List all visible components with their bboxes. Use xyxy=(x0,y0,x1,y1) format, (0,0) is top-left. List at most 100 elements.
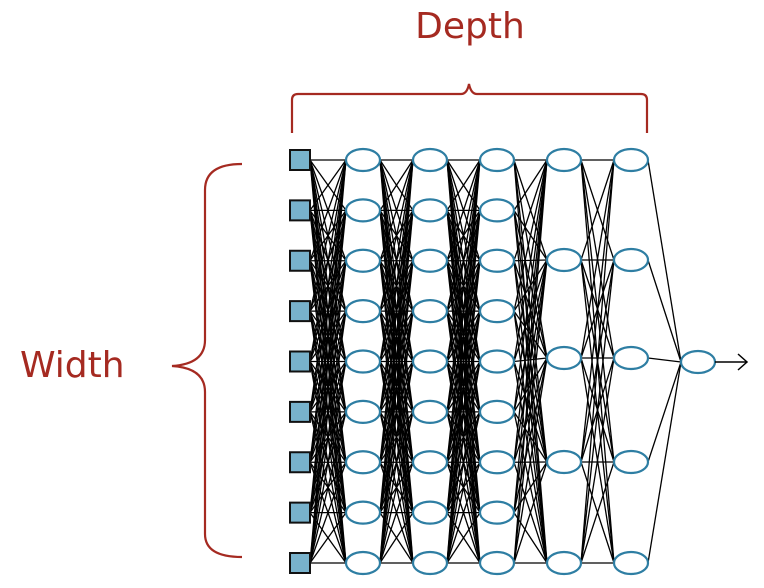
edge-l2-8-4 xyxy=(446,361,481,564)
hidden-node-l2-5 xyxy=(411,349,449,374)
edge-l3-2-0 xyxy=(513,159,548,261)
hidden-node-l4-3 xyxy=(545,345,583,371)
edge-l0-8-0 xyxy=(309,159,347,564)
edge-l1-5-0 xyxy=(379,159,414,412)
edge-l0-8-4 xyxy=(309,361,347,564)
hidden-node-l3-9 xyxy=(478,550,516,576)
edge-l5-3-0 xyxy=(647,361,682,463)
output-arrow-icon xyxy=(715,353,749,371)
edge-l1-8-0 xyxy=(379,159,414,564)
edge-l2-1-0 xyxy=(446,159,481,211)
hidden-node-l3-7 xyxy=(478,450,516,475)
hidden-node-l1-1 xyxy=(344,147,382,173)
hidden-node-l2-3 xyxy=(411,248,449,273)
connection-edges xyxy=(309,159,682,564)
edge-l0-1-0 xyxy=(309,159,347,211)
edge-l2-6-0 xyxy=(446,159,481,463)
edge-l4-3-0 xyxy=(580,159,615,463)
edge-l3-7-1 xyxy=(513,259,548,513)
hidden-node-l5-4 xyxy=(612,449,650,475)
hidden-node-l5-3 xyxy=(612,345,650,371)
hidden-node-l5-1 xyxy=(612,147,650,173)
edge-l4-4-1 xyxy=(580,259,615,564)
edge-l5-2-0 xyxy=(647,357,682,363)
depth-label: Depth xyxy=(415,6,525,47)
edge-l3-5-0 xyxy=(513,159,548,412)
edge-l5-0-0 xyxy=(647,159,682,363)
hidden-node-l1-8 xyxy=(344,500,382,525)
input-node-8 xyxy=(289,501,311,524)
hidden-node-l2-4 xyxy=(411,299,449,324)
edge-l2-8-3 xyxy=(446,311,481,564)
edge-l3-6-0 xyxy=(513,159,548,463)
hidden-node-l4-1 xyxy=(545,147,583,173)
edge-l1-8-2 xyxy=(379,260,414,564)
edge-l4-4-2 xyxy=(580,357,615,564)
input-node-2 xyxy=(289,199,311,222)
edge-l1-3-0 xyxy=(379,159,414,312)
hidden-node-l3-4 xyxy=(478,299,516,324)
hidden-node-l3-6 xyxy=(478,399,516,424)
edge-l3-7-0 xyxy=(513,159,548,513)
edge-l0-7-0 xyxy=(309,159,347,513)
edge-l4-4-0 xyxy=(580,159,615,564)
hidden-node-l5-2 xyxy=(612,247,650,273)
depth-brace xyxy=(290,83,649,133)
edge-l4-1-0 xyxy=(580,159,615,261)
edge-l5-4-0 xyxy=(647,361,682,564)
edge-l0-8-2 xyxy=(309,260,347,564)
hidden-node-l1-2 xyxy=(344,198,382,223)
edge-l0-8-7 xyxy=(309,512,347,564)
edge-l1-8-4 xyxy=(379,361,414,564)
edge-l0-8-1 xyxy=(309,210,347,564)
edge-l1-6-0 xyxy=(379,159,414,463)
edge-l2-5-0 xyxy=(446,159,481,412)
edge-l0-4-0 xyxy=(309,159,347,362)
hidden-node-l5-5 xyxy=(612,550,650,576)
hidden-node-l4-2 xyxy=(545,247,583,273)
width-brace xyxy=(171,162,243,559)
edge-l3-4-0 xyxy=(513,159,548,362)
hidden-node-l2-9 xyxy=(411,550,449,576)
edge-l0-2-0 xyxy=(309,159,347,261)
hidden-node-l2-8 xyxy=(411,500,449,525)
hidden-node-l3-8 xyxy=(478,500,516,525)
input-node-3 xyxy=(289,249,311,272)
edge-l3-7-2 xyxy=(513,357,548,513)
edge-l3-3-0 xyxy=(513,159,548,312)
edge-l1-8-3 xyxy=(379,311,414,564)
edge-l0-8-6 xyxy=(309,462,347,564)
input-node-9 xyxy=(289,552,311,574)
input-node-5 xyxy=(289,350,311,373)
edge-l1-1-0 xyxy=(379,159,414,211)
edge-l0-8-3 xyxy=(309,311,347,564)
edge-l0-6-0 xyxy=(309,159,347,463)
hidden-node-l4-5 xyxy=(545,550,583,576)
edge-l1-7-0 xyxy=(379,159,414,513)
hidden-node-l4-4 xyxy=(545,449,583,475)
hidden-node-l3-2 xyxy=(478,198,516,223)
edge-l3-8-0 xyxy=(513,159,548,564)
edge-l3-8-2 xyxy=(513,357,548,564)
edge-l2-8-2 xyxy=(446,260,481,564)
hidden-node-l3-3 xyxy=(478,248,516,273)
edge-l2-8-6 xyxy=(446,462,481,564)
edge-l3-8-1 xyxy=(513,259,548,564)
edge-l3-7-4 xyxy=(513,512,548,564)
edge-l2-8-0 xyxy=(446,159,481,564)
hidden-node-l3-1 xyxy=(478,147,516,173)
input-node-4 xyxy=(289,300,311,323)
edge-l1-8-6 xyxy=(379,462,414,564)
hidden-node-l1-9 xyxy=(344,550,382,576)
width-label: Width xyxy=(20,345,125,386)
hidden-node-l2-2 xyxy=(411,198,449,223)
edge-l2-4-0 xyxy=(446,159,481,362)
edge-l4-2-0 xyxy=(580,159,615,359)
hidden-node-l1-4 xyxy=(344,299,382,324)
edge-l2-8-5 xyxy=(446,411,481,564)
hidden-node-l1-6 xyxy=(344,399,382,424)
edge-l0-8-5 xyxy=(309,411,347,564)
hidden-node-l2-1 xyxy=(411,147,449,173)
hidden-node-l3-5 xyxy=(478,349,516,374)
